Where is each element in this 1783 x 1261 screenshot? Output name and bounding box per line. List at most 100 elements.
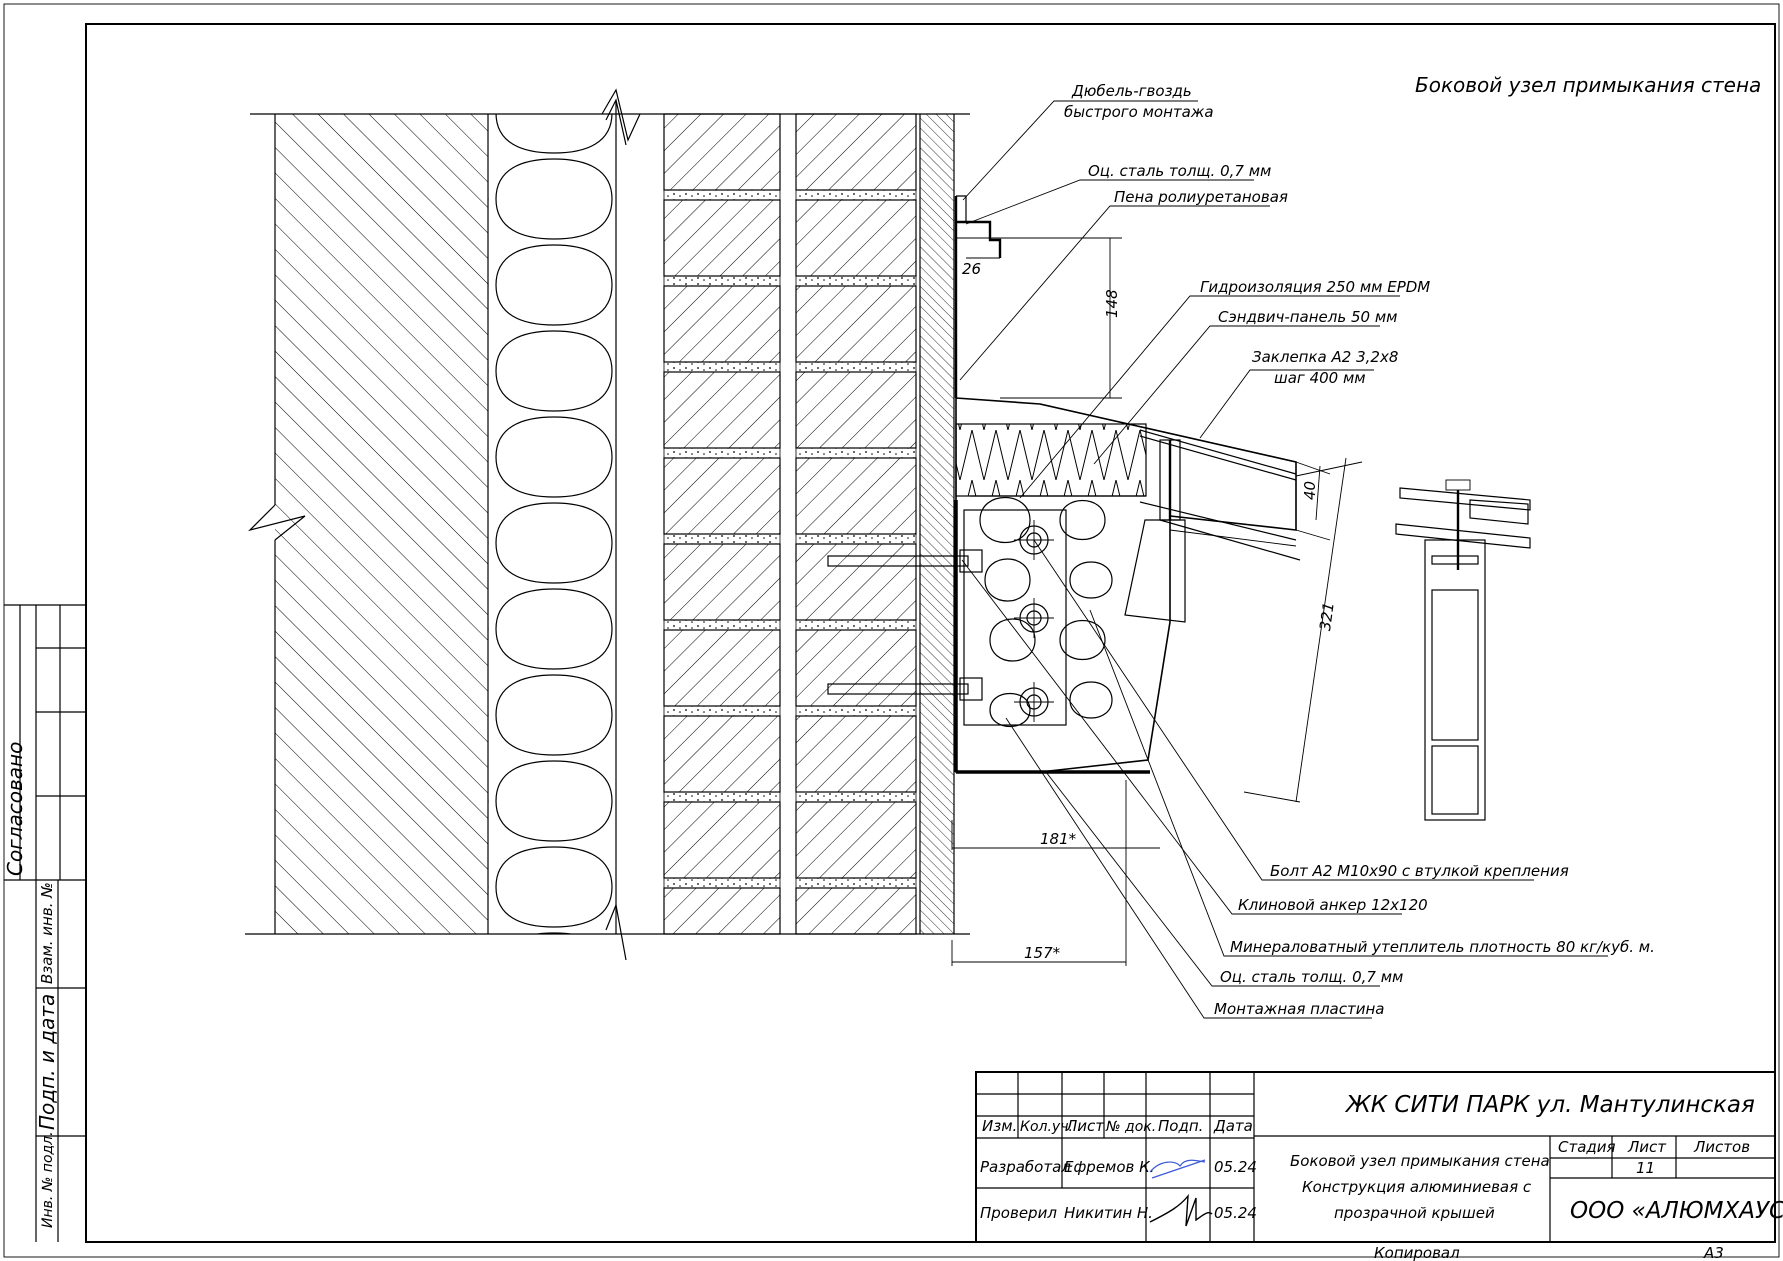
mortar-joint	[663, 533, 781, 545]
mortar-joint	[795, 533, 917, 545]
brick	[795, 629, 917, 707]
dim-148: 148	[1103, 289, 1121, 318]
callout-foam-text: Пена ролиуретановая	[1114, 188, 1288, 206]
inv-no-label: Инв. № подл.	[40, 1131, 56, 1228]
checked-date: 05.24	[1214, 1204, 1257, 1222]
sheet-label: Лист	[1627, 1138, 1667, 1156]
callout-rivet-line2: шаг 400 мм	[1274, 369, 1366, 387]
brick	[795, 887, 917, 935]
callout-wedge: Клиновой анкер 12х120	[961, 559, 1428, 915]
mortar-joint	[795, 275, 917, 287]
brick	[795, 371, 917, 449]
developed-date: 05.24	[1214, 1158, 1257, 1176]
callout-wedge-text: Клиновой анкер 12х120	[1238, 896, 1428, 914]
callout-epdm: Гидроизоляция 250 мм EPDM	[1019, 278, 1430, 499]
brick	[795, 457, 917, 535]
sheets-label: Листов	[1693, 1138, 1750, 1156]
callout-rivet: Заклепка А2 3,2х8 шаг 400 мм	[1199, 348, 1398, 439]
brick	[795, 715, 917, 793]
mortar-joint	[663, 705, 781, 717]
view-title: Боковой узел примыкания стена	[1415, 73, 1761, 97]
inner-frame	[85, 23, 1776, 1243]
roof-node	[827, 397, 1301, 774]
callout-steel-top: Оц. сталь толщ. 0,7 мм	[965, 162, 1271, 225]
checked-label: Проверил	[980, 1204, 1057, 1222]
mortar-joint	[663, 275, 781, 287]
mortar-joint	[795, 447, 917, 459]
col-header-doc: № док.	[1105, 1119, 1156, 1135]
title-block: ЖК СИТИ ПАРК ул. Мантулинская Изм. Кол.у…	[975, 1071, 1783, 1261]
format-label: А3	[1703, 1244, 1724, 1261]
sheet-value: 11	[1636, 1159, 1655, 1177]
col-header-kol: Кол.уч.	[1020, 1119, 1073, 1135]
mortar-joint	[795, 361, 917, 373]
sheet-title-line2: Конструкция алюминиевая с	[1302, 1178, 1532, 1196]
brick	[663, 801, 781, 879]
brick	[663, 715, 781, 793]
sign-date-label: Подп. и дата	[35, 994, 59, 1130]
mortar-joint	[795, 877, 917, 889]
mortar-joint	[795, 791, 917, 803]
copied-label: Копировал	[1374, 1244, 1460, 1261]
mortar-joint	[795, 705, 917, 717]
mortar-joint	[795, 189, 917, 201]
dimensions: 26 148 40 321 181* 157*	[951, 237, 1363, 966]
checked-signature	[1149, 1193, 1213, 1227]
dim-181: 181*	[1040, 830, 1077, 848]
brick	[663, 629, 781, 707]
brick	[663, 887, 781, 935]
concrete-wall	[248, 114, 489, 934]
mortar-joint	[663, 447, 781, 459]
callout-wool: Минераловатный утеплитель плотность 80 к…	[1089, 609, 1655, 957]
brick	[795, 199, 917, 277]
mortar-joint	[663, 361, 781, 373]
callout-bolt-text: Болт А2 М10х90 с втулкой крепления	[1270, 862, 1569, 880]
mortar-joint	[663, 189, 781, 201]
stage-label: Стадия	[1558, 1138, 1616, 1156]
callout-dowel: Дюбель-гвоздь быстрого монтажа	[962, 82, 1214, 201]
dim-157: 157*	[1024, 944, 1061, 962]
brick	[663, 113, 781, 191]
mortar-joint	[663, 619, 781, 631]
company-name: ООО «АЛЮМХАУС»	[1570, 1198, 1783, 1224]
mortar-joint	[663, 791, 781, 803]
callout-plate: Монтажная пластина	[1005, 717, 1384, 1019]
dim-40: 40	[1301, 481, 1319, 500]
profile-section-detail	[1395, 479, 1531, 821]
developed-name: Ефремов К.	[1064, 1158, 1155, 1176]
left-margin-stamp: Согласовано Взам. инв. № Подп. и дата Ин…	[3, 604, 86, 1242]
callout-rivet-line1: Заклепка А2 3,2х8	[1252, 348, 1398, 366]
brick	[795, 801, 917, 879]
callout-dowel-line1: Дюбель-гвоздь	[1071, 82, 1192, 100]
brick	[795, 285, 917, 363]
col-header-sign: Подп.	[1158, 1117, 1203, 1135]
mortar-joint	[663, 877, 781, 889]
brick	[663, 371, 781, 449]
developed-signature	[1149, 1159, 1206, 1179]
approved-label: Согласовано	[3, 742, 27, 876]
air-gap-break-top	[601, 88, 641, 142]
callout-steel-bottom-text: Оц. сталь толщ. 0,7 мм	[1220, 968, 1403, 986]
developed-label: Разработал	[980, 1158, 1071, 1176]
insulation-layer	[488, 98, 627, 961]
sheet-title-line3: прозрачной крышей	[1334, 1204, 1495, 1222]
dim-321: 321	[1316, 601, 1338, 632]
col-header-izm: Изм.	[982, 1117, 1017, 1135]
dim-26: 26	[962, 260, 981, 278]
callout-epdm-text: Гидроизоляция 250 мм EPDM	[1200, 278, 1430, 296]
callout-foam: Пена ролиуретановая	[959, 188, 1288, 381]
brick	[663, 199, 781, 277]
plaster-layer	[919, 114, 955, 934]
outer-frame	[3, 3, 1780, 1258]
callout-sandwich-text: Сэндвич-панель 50 мм	[1218, 308, 1397, 326]
brick	[663, 285, 781, 363]
project-title: ЖК СИТИ ПАРК ул. Мантулинская	[1344, 1092, 1755, 1118]
mortar-joint	[795, 619, 917, 631]
col-header-date: Дата	[1213, 1117, 1253, 1135]
ref-no-label: Взам. инв. №	[38, 882, 56, 984]
sheet-title-line1: Боковой узел примыкания стена	[1290, 1152, 1550, 1170]
checked-name: Никитин Н.	[1064, 1204, 1153, 1222]
brick	[663, 543, 781, 621]
brick	[663, 457, 781, 535]
